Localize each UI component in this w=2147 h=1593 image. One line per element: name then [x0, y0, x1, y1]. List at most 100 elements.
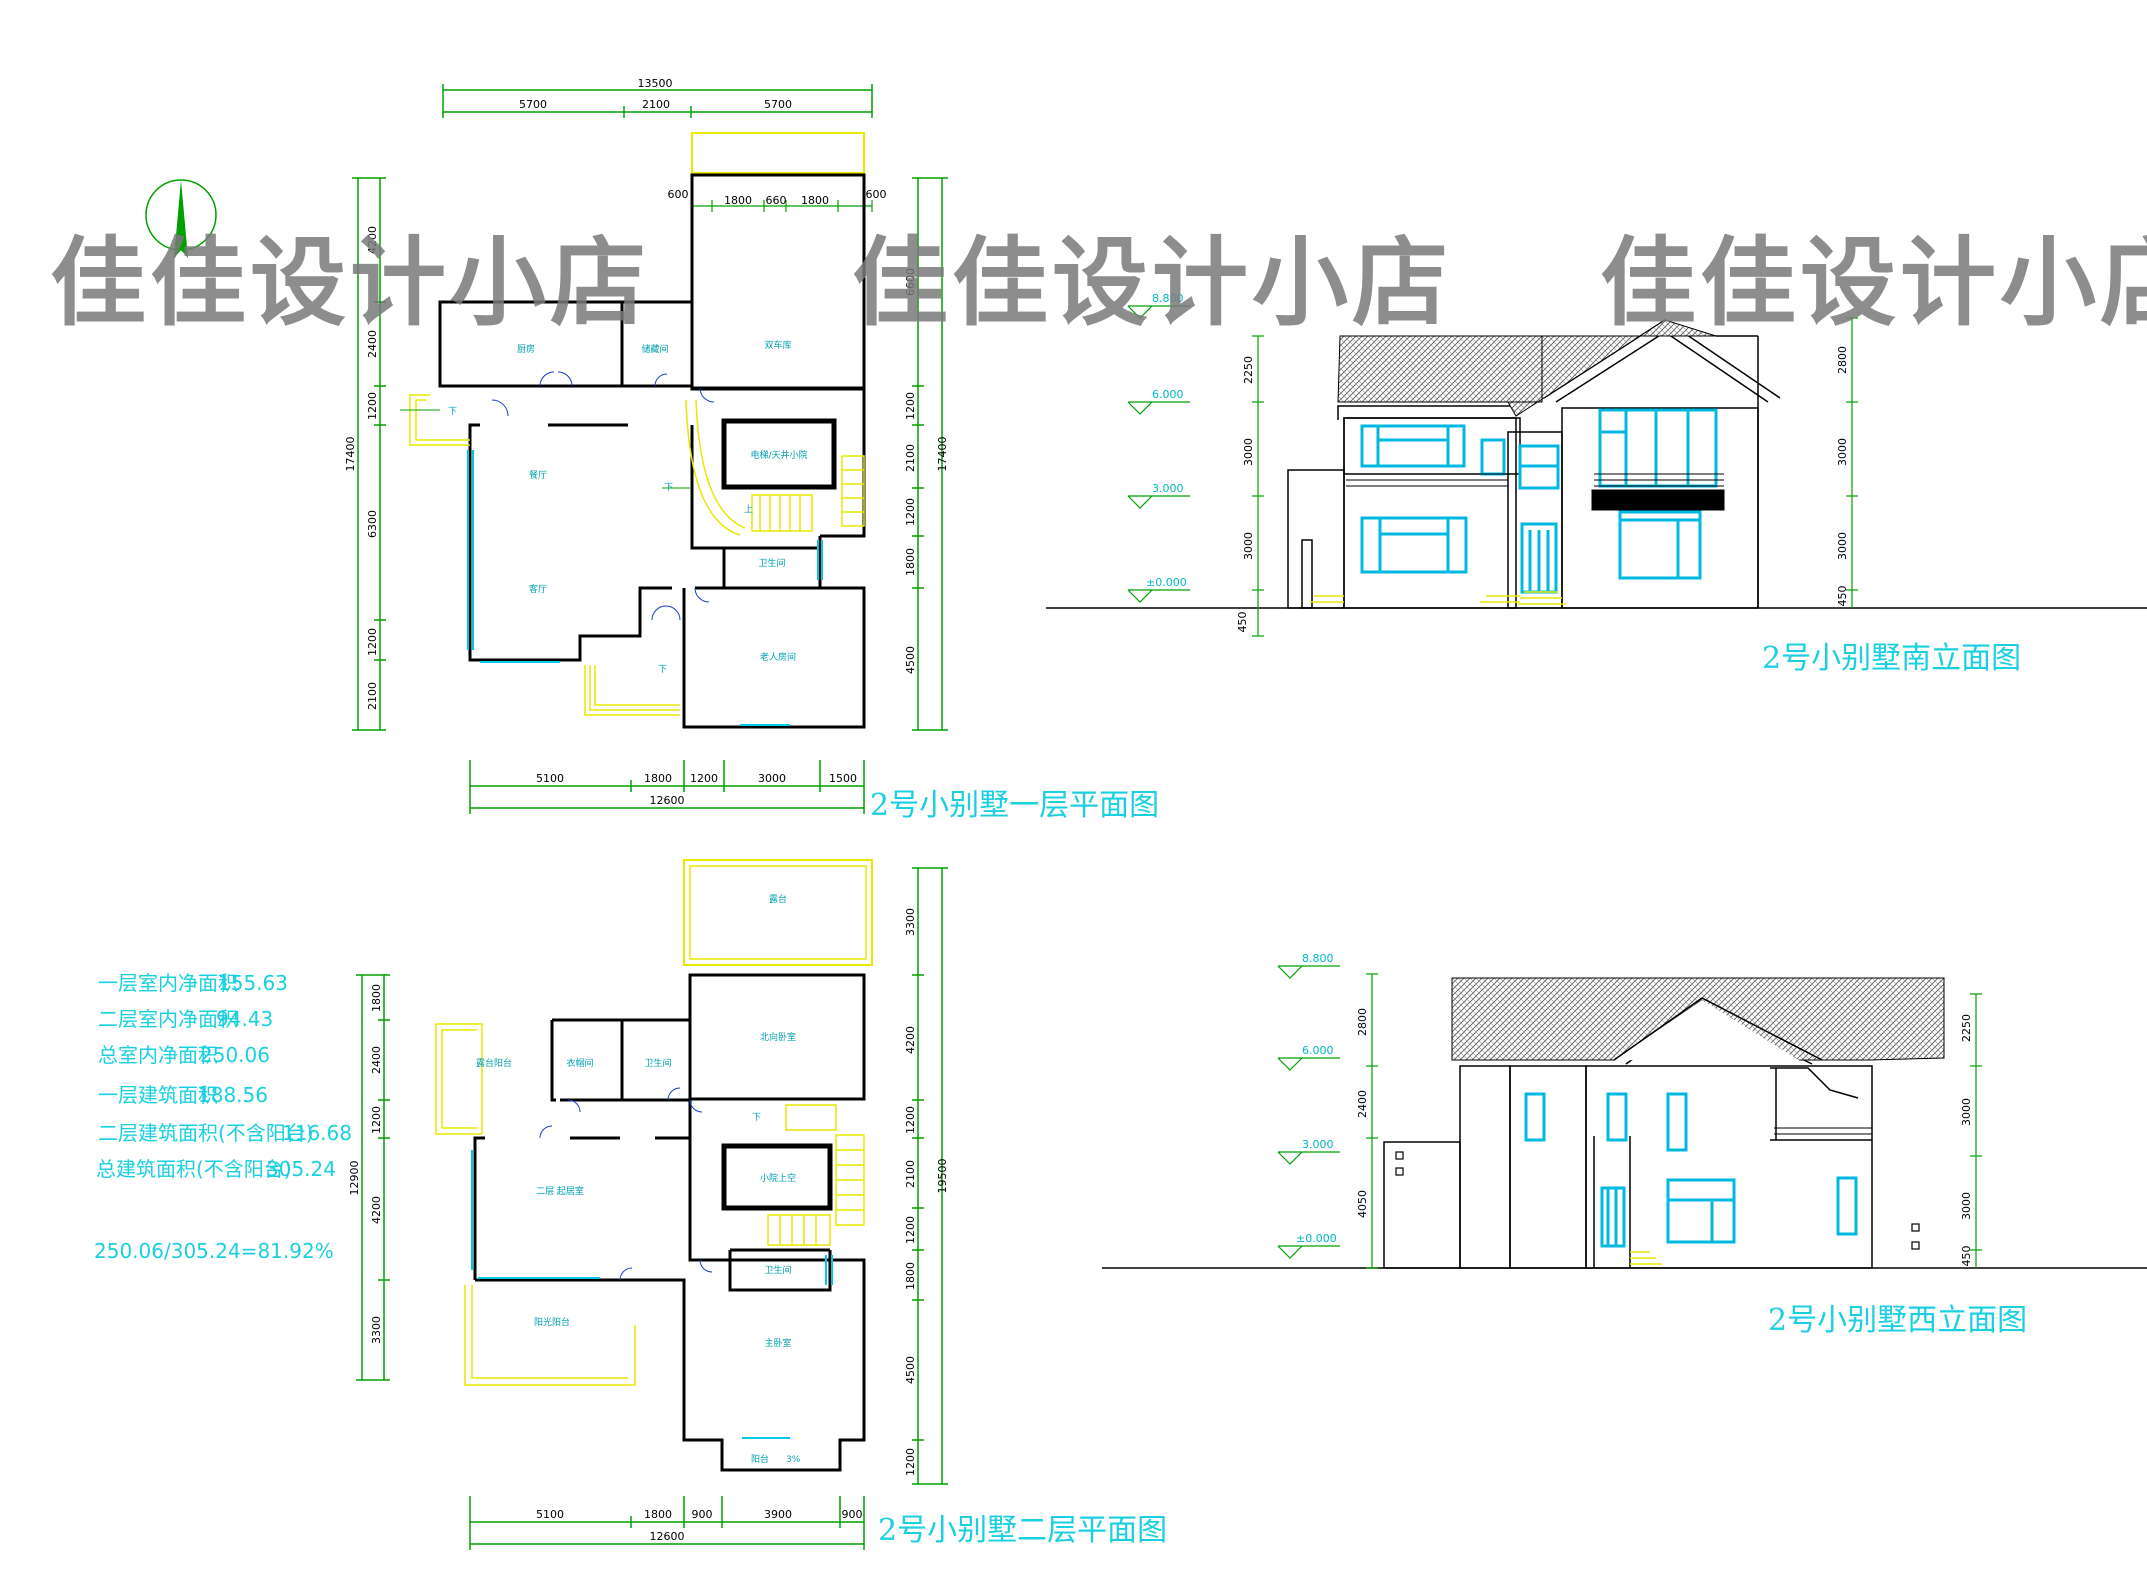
south-left-dim-2: 3000 [1242, 438, 1255, 466]
plan1-room-dining: 餐厅 [529, 469, 547, 481]
plan2-right-total: 19500 [936, 1159, 949, 1194]
stat-value-5: 116.68 [282, 1121, 352, 1145]
watermark-1: 佳佳设计小店 [50, 226, 650, 339]
west-left-dim-2: 2400 [1356, 1090, 1369, 1118]
plan2-yellow-outlines [435, 1023, 865, 1386]
south-left-dim-1: 2250 [1242, 356, 1255, 384]
stat-value-1: 155.63 [218, 971, 288, 995]
plan1-left-dim-1: 4200 [366, 226, 379, 254]
west-level-3: 3.000 [1302, 1138, 1334, 1151]
plan1-inner-dim-2: 1800 [724, 194, 752, 207]
plan2-right-dim-5: 1200 [904, 1216, 917, 1244]
plan1-inner-dim-4: 1800 [801, 194, 829, 207]
south-windows [1360, 408, 1718, 594]
west-right-dimension [1970, 993, 1982, 1268]
west-left-dimension [1366, 973, 1378, 1269]
plan2-left-total: 12900 [348, 1161, 361, 1196]
plan1-top-dim-2: 2100 [642, 98, 670, 111]
plan2-left-dim-1: 1800 [370, 984, 383, 1012]
south-right-dimension [1846, 317, 1858, 608]
south-balcony-rails [1346, 473, 1725, 511]
plan1-left-dim-5: 1200 [366, 628, 379, 656]
stat-value-2: 94.43 [216, 1007, 273, 1031]
watermark-2: 佳佳设计小店 [852, 226, 1452, 339]
west-vents [1395, 1151, 1920, 1250]
west-steps [1630, 1251, 1662, 1265]
area-ratio: 250.06/305.24=81.92% [94, 1239, 334, 1263]
south-left-dimension [1252, 335, 1264, 637]
south-roof-gable [1638, 319, 1717, 337]
plan2-room-stair: 小院上空 [760, 1172, 796, 1184]
west-right-dim-1: 2250 [1960, 1014, 1973, 1042]
plan2-room-sun-balcony: 阳光阳台 [534, 1316, 570, 1328]
plan2-walls [473, 973, 866, 1472]
stat-label-5: 二层建筑面积(不含阳台) [98, 1121, 314, 1145]
plan1-inner-dim-1: 600 [668, 188, 689, 201]
south-roof-left [1337, 335, 1543, 403]
plan1-windows [467, 450, 823, 726]
plan1-inner-top-dim [691, 200, 873, 212]
plan1-left-dim-2: 2400 [366, 330, 379, 358]
plan1-steps [409, 394, 865, 716]
south-right-dim-2: 3000 [1836, 438, 1849, 466]
south-left-dim-4: 450 [1236, 612, 1249, 633]
west-right-dim-3: 3000 [1960, 1192, 1973, 1220]
first-floor-plan: 13500 5700 2100 5700 600 1800 660 1800 6… [344, 77, 1159, 823]
plan1-left-total: 17400 [344, 437, 357, 472]
north-arrow-icon [145, 179, 217, 258]
plan1-down-1: 下 [448, 407, 457, 417]
plan1-room-bedroom: 老人房间 [760, 651, 796, 663]
plan1-title: 2号小别墅一层平面图 [870, 788, 1159, 823]
west-elevation-title: 2号小别墅西立面图 [1768, 1303, 2027, 1338]
plan1-right-dim-1: 6600 [904, 268, 917, 296]
watermark-3: 佳佳设计小店 [1600, 226, 2147, 339]
plan1-bottom-dimension [469, 760, 865, 814]
west-level-markers [1277, 965, 1340, 1259]
plan2-bottom-dim-4: 3900 [764, 1508, 792, 1521]
plan2-right-dim-1: 3300 [904, 908, 917, 936]
plan1-room-storage: 储藏间 [641, 343, 668, 355]
plan2-left-dimension [356, 974, 390, 1381]
plan1-right-dim-6: 4500 [904, 646, 917, 674]
plan1-inner-dim-3: 660 [766, 194, 787, 207]
plan1-walls [438, 173, 866, 729]
plan2-left-dim-4: 4200 [370, 1196, 383, 1224]
west-level-1: 8.800 [1302, 952, 1334, 965]
west-windows [1524, 1092, 1858, 1248]
plan2-room-bath-a: 卫生间 [644, 1057, 671, 1069]
plan1-left-dim-4: 6300 [366, 510, 379, 538]
south-level-4: ±0.000 [1146, 576, 1187, 589]
plan2-right-dim-6: 1800 [904, 1262, 917, 1290]
plan2-room-master: 主卧室 [764, 1337, 791, 1349]
south-level-1: 8.800 [1152, 292, 1184, 305]
plan1-top-dimension [442, 84, 873, 118]
plan1-bottom-dim-1: 5100 [536, 772, 564, 785]
west-right-dim-2: 3000 [1960, 1098, 1973, 1126]
plan2-right-dim-2: 4200 [904, 1026, 917, 1054]
plan1-top-dim-1: 5700 [519, 98, 547, 111]
plan1-down-2: 下 [664, 483, 673, 493]
west-left-dim-1: 2800 [1356, 1008, 1369, 1036]
plan2-doors [539, 1087, 713, 1281]
stat-label-3: 总室内净面积 [98, 1043, 218, 1067]
stat-value-3: 250.06 [200, 1043, 270, 1067]
plan2-right-dimension [912, 867, 948, 1485]
plan1-bottom-total: 12600 [650, 794, 685, 807]
plan1-bottom-dim-3: 1200 [690, 772, 718, 785]
plan2-left-dim-3: 1200 [370, 1106, 383, 1134]
plan1-top-terrace [691, 132, 865, 174]
plan2-left-dim-2: 2400 [370, 1046, 383, 1074]
stat-value-6: 305.24 [266, 1157, 336, 1181]
plan1-down-3: 下 [658, 665, 667, 675]
plan1-right-dim-2: 1200 [904, 392, 917, 420]
south-right-dim-3: 3000 [1836, 532, 1849, 560]
plan1-inner-dim-5: 600 [866, 188, 887, 201]
plan1-left-dim-3: 1200 [366, 392, 379, 420]
plan2-right-dim-3: 1200 [904, 1106, 917, 1134]
plan2-bottom-dim-3: 900 [692, 1508, 713, 1521]
stat-value-4: 188.56 [198, 1083, 268, 1107]
south-elevation-title: 2号小别墅南立面图 [1762, 641, 2021, 676]
plan2-terrace-outline [683, 859, 873, 966]
plan1-right-dim-3: 2100 [904, 444, 917, 472]
plan1-bottom-dim-4: 3000 [758, 772, 786, 785]
